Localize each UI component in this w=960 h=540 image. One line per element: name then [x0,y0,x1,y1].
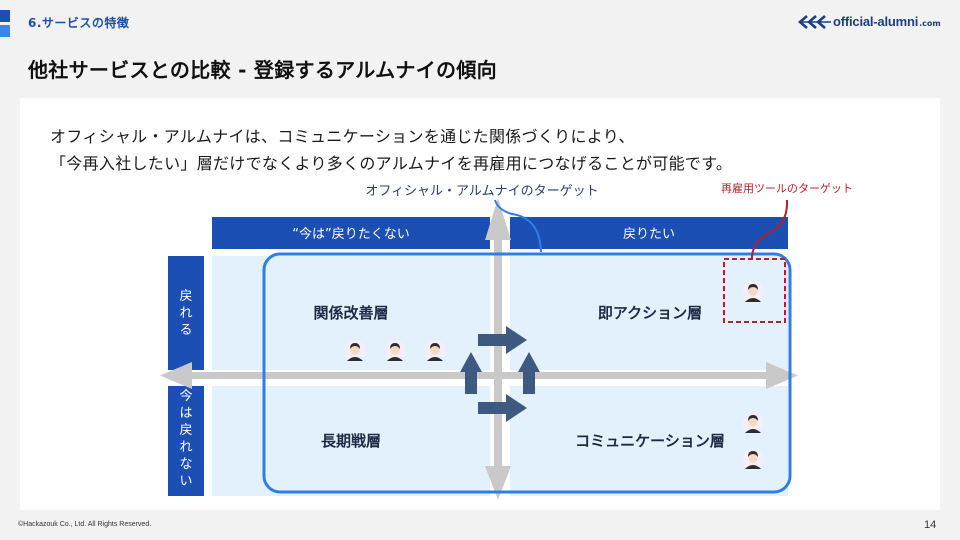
row-header-char: い [179,474,192,489]
row-header-char: 戻 [179,289,192,304]
quadrant-label-communication: コミュニケーション層 [575,432,725,450]
row-header-can-return-bg [168,256,204,370]
logo-domain: .com [919,19,941,28]
column-header-not-return: “今は”戻りたくない [292,226,409,242]
quadrant-bg-top-right [510,256,788,370]
flow-arrow-up-right [518,352,540,394]
flow-arrow-top-right [478,326,527,354]
section-label: 6.サービスの特徴 [28,16,130,30]
description-line-1: オフィシャル・アルムナイは、コミュニケーションを通じた関係づくりにより、 [50,127,635,146]
person-icon [344,340,366,362]
horizontal-axis-arrow [160,362,798,389]
row-header-char: れ [179,440,192,455]
row-header-char: な [179,457,192,472]
accent-bar-top [0,10,10,22]
description-line-2: 「今再入社したい」層だけでなくより多くのアルムナイを再雇用につなげることが可能で… [50,154,733,173]
logo-wordmark: official-alumni [833,14,919,29]
person-icon [742,281,764,303]
rehire-tool-target-outline [723,258,786,323]
official-target-connector [494,199,542,253]
page-title: 他社サービスとの比較 - 登録するアルムナイの傾向 [28,58,497,82]
row-header-cannot-return-bg [168,386,204,496]
quadrant-label-immediate-action: 即アクション層 [598,304,702,322]
accent-bar-bottom [0,25,10,37]
row-header-can-return: 戻れる [179,289,192,338]
quadrant-label-long-term: 長期戦層 [321,432,381,450]
logo-chevrons-icon [798,14,831,29]
quadrant-bg-bottom-right [510,386,788,496]
rehire-tool-connector [751,199,789,259]
page-number: 14 [924,519,937,531]
official-target-outline [262,252,792,494]
row-header-char: れ [179,306,192,321]
quadrant-bg-bottom-left [212,386,490,496]
person-icon [742,412,764,434]
vertical-axis-arrow [485,198,511,500]
brand-logo: official-alumni.com [797,14,941,29]
flow-arrow-up-left [460,352,482,394]
person-icon [424,340,446,362]
column-header-not-return-bg [212,217,490,249]
column-header-return: 戻りたい [623,227,675,242]
person-icon [384,340,406,362]
quadrant-label-relationship: 関係改善層 [313,304,388,322]
footer-copyright: ©Hackazouk Co., Ltd. All Rights Reserved… [18,521,152,528]
official-target-label: オフィシャル・アルムナイのターゲット [365,184,598,199]
row-header-cannot-return: 今は戻れない [179,388,192,489]
row-header-char: る [179,323,192,338]
flow-arrows [460,326,540,422]
rehire-tool-target-label: 再雇用ツールのターゲット [721,181,853,195]
row-header-char: 戻 [179,423,192,438]
row-header-char: は [179,406,192,421]
row-header-char: 今 [179,388,192,404]
person-icon [742,448,764,470]
column-header-return-bg [510,217,788,249]
flow-arrow-bottom-right [478,394,527,422]
